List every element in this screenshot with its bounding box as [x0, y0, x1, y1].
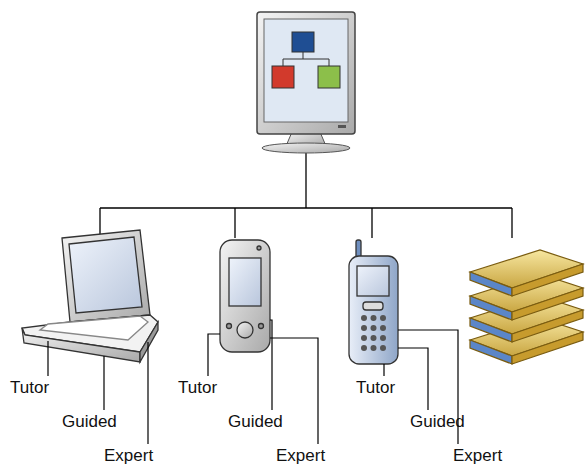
phone-key — [371, 335, 377, 341]
laptop-icon — [22, 230, 158, 362]
leader-lines — [48, 320, 458, 444]
mode-label: Tutor — [356, 378, 395, 398]
phone-key — [361, 345, 367, 351]
phone-key — [371, 315, 377, 321]
phone-key — [380, 345, 386, 351]
mode-label: Expert — [453, 446, 502, 466]
mode-label: Guided — [410, 412, 465, 432]
phone-key — [361, 315, 367, 321]
books-icon — [470, 250, 583, 364]
mode-label: Expert — [276, 446, 325, 466]
mode-label: Tutor — [10, 378, 49, 398]
pda-icon — [220, 240, 270, 352]
phone-key — [380, 335, 386, 341]
phone-icon — [349, 240, 398, 364]
phone-key — [380, 325, 386, 331]
monitor-icon — [257, 12, 355, 153]
mode-label: Tutor — [178, 378, 217, 398]
phone-key — [380, 315, 386, 321]
phone-key — [371, 345, 377, 351]
phone-key — [361, 325, 367, 331]
mode-label: Guided — [228, 412, 283, 432]
phone-key — [361, 335, 367, 341]
mode-label: Expert — [104, 446, 153, 466]
mode-label: Guided — [62, 412, 117, 432]
phone-key — [371, 325, 377, 331]
